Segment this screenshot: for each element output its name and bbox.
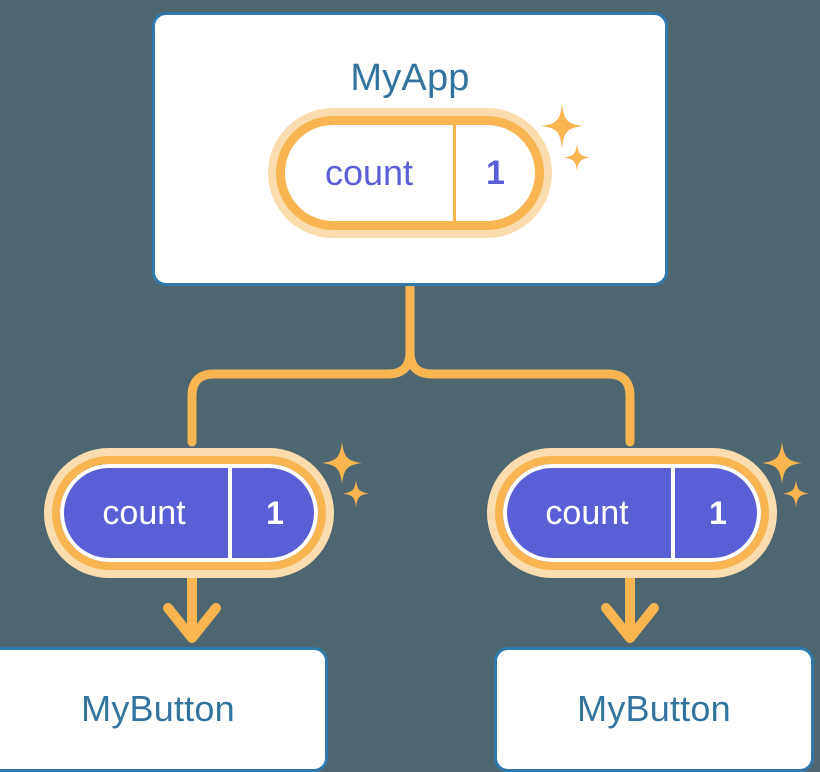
state-value-label: 1 xyxy=(228,464,318,562)
arrow-down-icon-right xyxy=(601,573,659,643)
state-pill-child-right[interactable]: count 1 xyxy=(487,448,777,578)
component-card-mybutton-right[interactable]: MyButton xyxy=(494,647,814,772)
state-key-label: count xyxy=(545,493,629,532)
branch-connector xyxy=(187,281,635,447)
state-pill-body: count 1 xyxy=(495,456,769,570)
state-key-label: count xyxy=(102,493,186,532)
component-card-mybutton-left[interactable]: MyButton xyxy=(0,647,328,772)
state-pill-myapp[interactable]: count 1 xyxy=(268,108,552,238)
sparkle-four-point-small xyxy=(782,480,810,507)
component-title: MyButton xyxy=(577,688,731,729)
page-title: MyApp xyxy=(350,57,470,99)
state-value-label: 1 xyxy=(453,125,535,221)
sparkle-four-point-small xyxy=(342,480,370,507)
arrow-down-icon-left xyxy=(163,573,221,643)
state-value-label: 1 xyxy=(671,464,761,562)
state-key-label: count xyxy=(324,152,414,193)
branch-right-arm xyxy=(405,347,635,447)
state-pill-body: count 1 xyxy=(276,116,544,230)
state-pill-body: count 1 xyxy=(52,456,326,570)
branch-left-arm xyxy=(187,347,415,447)
state-pill-child-left[interactable]: count 1 xyxy=(44,448,334,578)
component-title: MyButton xyxy=(81,688,235,729)
